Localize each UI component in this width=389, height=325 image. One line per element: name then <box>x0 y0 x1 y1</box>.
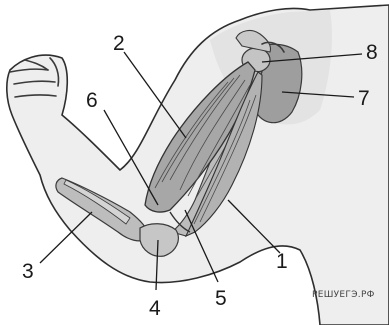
label-3: 3 <box>22 260 34 283</box>
label-2: 2 <box>113 32 125 55</box>
label-6: 6 <box>86 89 98 112</box>
label-5: 5 <box>215 287 227 310</box>
label-4: 4 <box>149 297 161 320</box>
label-8: 8 <box>366 41 378 64</box>
label-1: 1 <box>276 250 288 273</box>
label-7: 7 <box>358 87 370 110</box>
watermark: РЕШУЕГЭ.РФ <box>312 290 375 300</box>
